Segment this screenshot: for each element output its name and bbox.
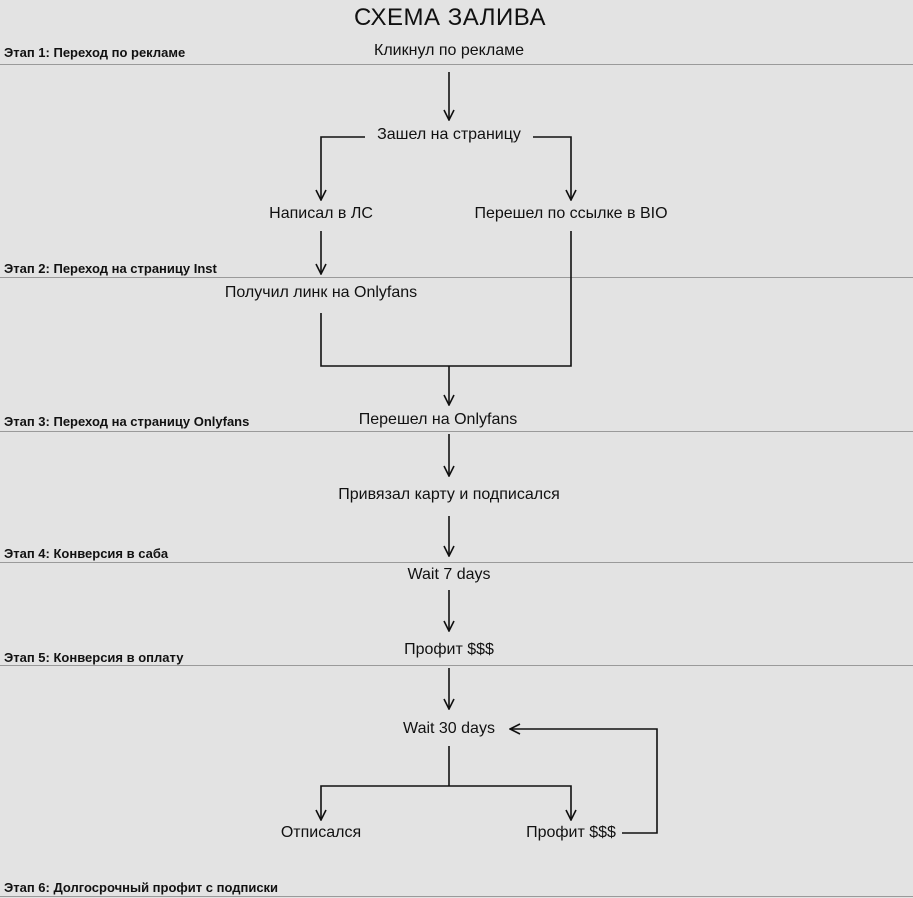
stage-5-label: Этап 5: Конверсия в оплату [4,650,184,665]
arrow-visited-to-dm [321,136,365,200]
stage-6-label: Этап 6: Долгосрочный профит с подписки [4,880,279,895]
arrow-to-profit2 [449,785,571,820]
arrow-to-unsubscribed [321,785,449,820]
arrow-visited-to-bio [533,136,571,200]
node-wrote-dm: Написал в ЛС [269,205,373,222]
node-got-link: Получил линк на Onlyfans [224,284,418,301]
node-wait-7: Wait 7 days [407,566,491,583]
stage-1-label: Этап 1: Переход по рекламе [4,45,186,60]
node-unsubscribed: Отписался [280,824,362,841]
node-wait-30: Wait 30 days [403,720,495,737]
diagram-title: СХЕМА ЗАЛИВА [354,4,546,31]
node-card-subscribed: Привязал карту и подписался [338,486,560,503]
stage-separators [0,64,913,897]
node-clicked-ad: Кликнул по рекламе [374,42,524,59]
stage-2-label: Этап 2: Переход на страницу Inst [4,261,217,276]
stage-3-label: Этап 3: Переход на страницу Onlyfans [4,414,250,429]
stage-4-label: Этап 4: Конверсия в саба [4,546,169,561]
line-link-merge [320,231,572,367]
node-went-onlyfans: Перешел на Onlyfans [358,411,518,428]
arrow-loop-back [510,729,658,834]
node-visited-page: Зашел на страницу [377,126,521,143]
node-bio-link: Перешел по ссылке в BIO [474,205,668,222]
node-profit-2: Профит $$$ [526,824,616,841]
node-profit-1: Профит $$$ [404,641,494,658]
